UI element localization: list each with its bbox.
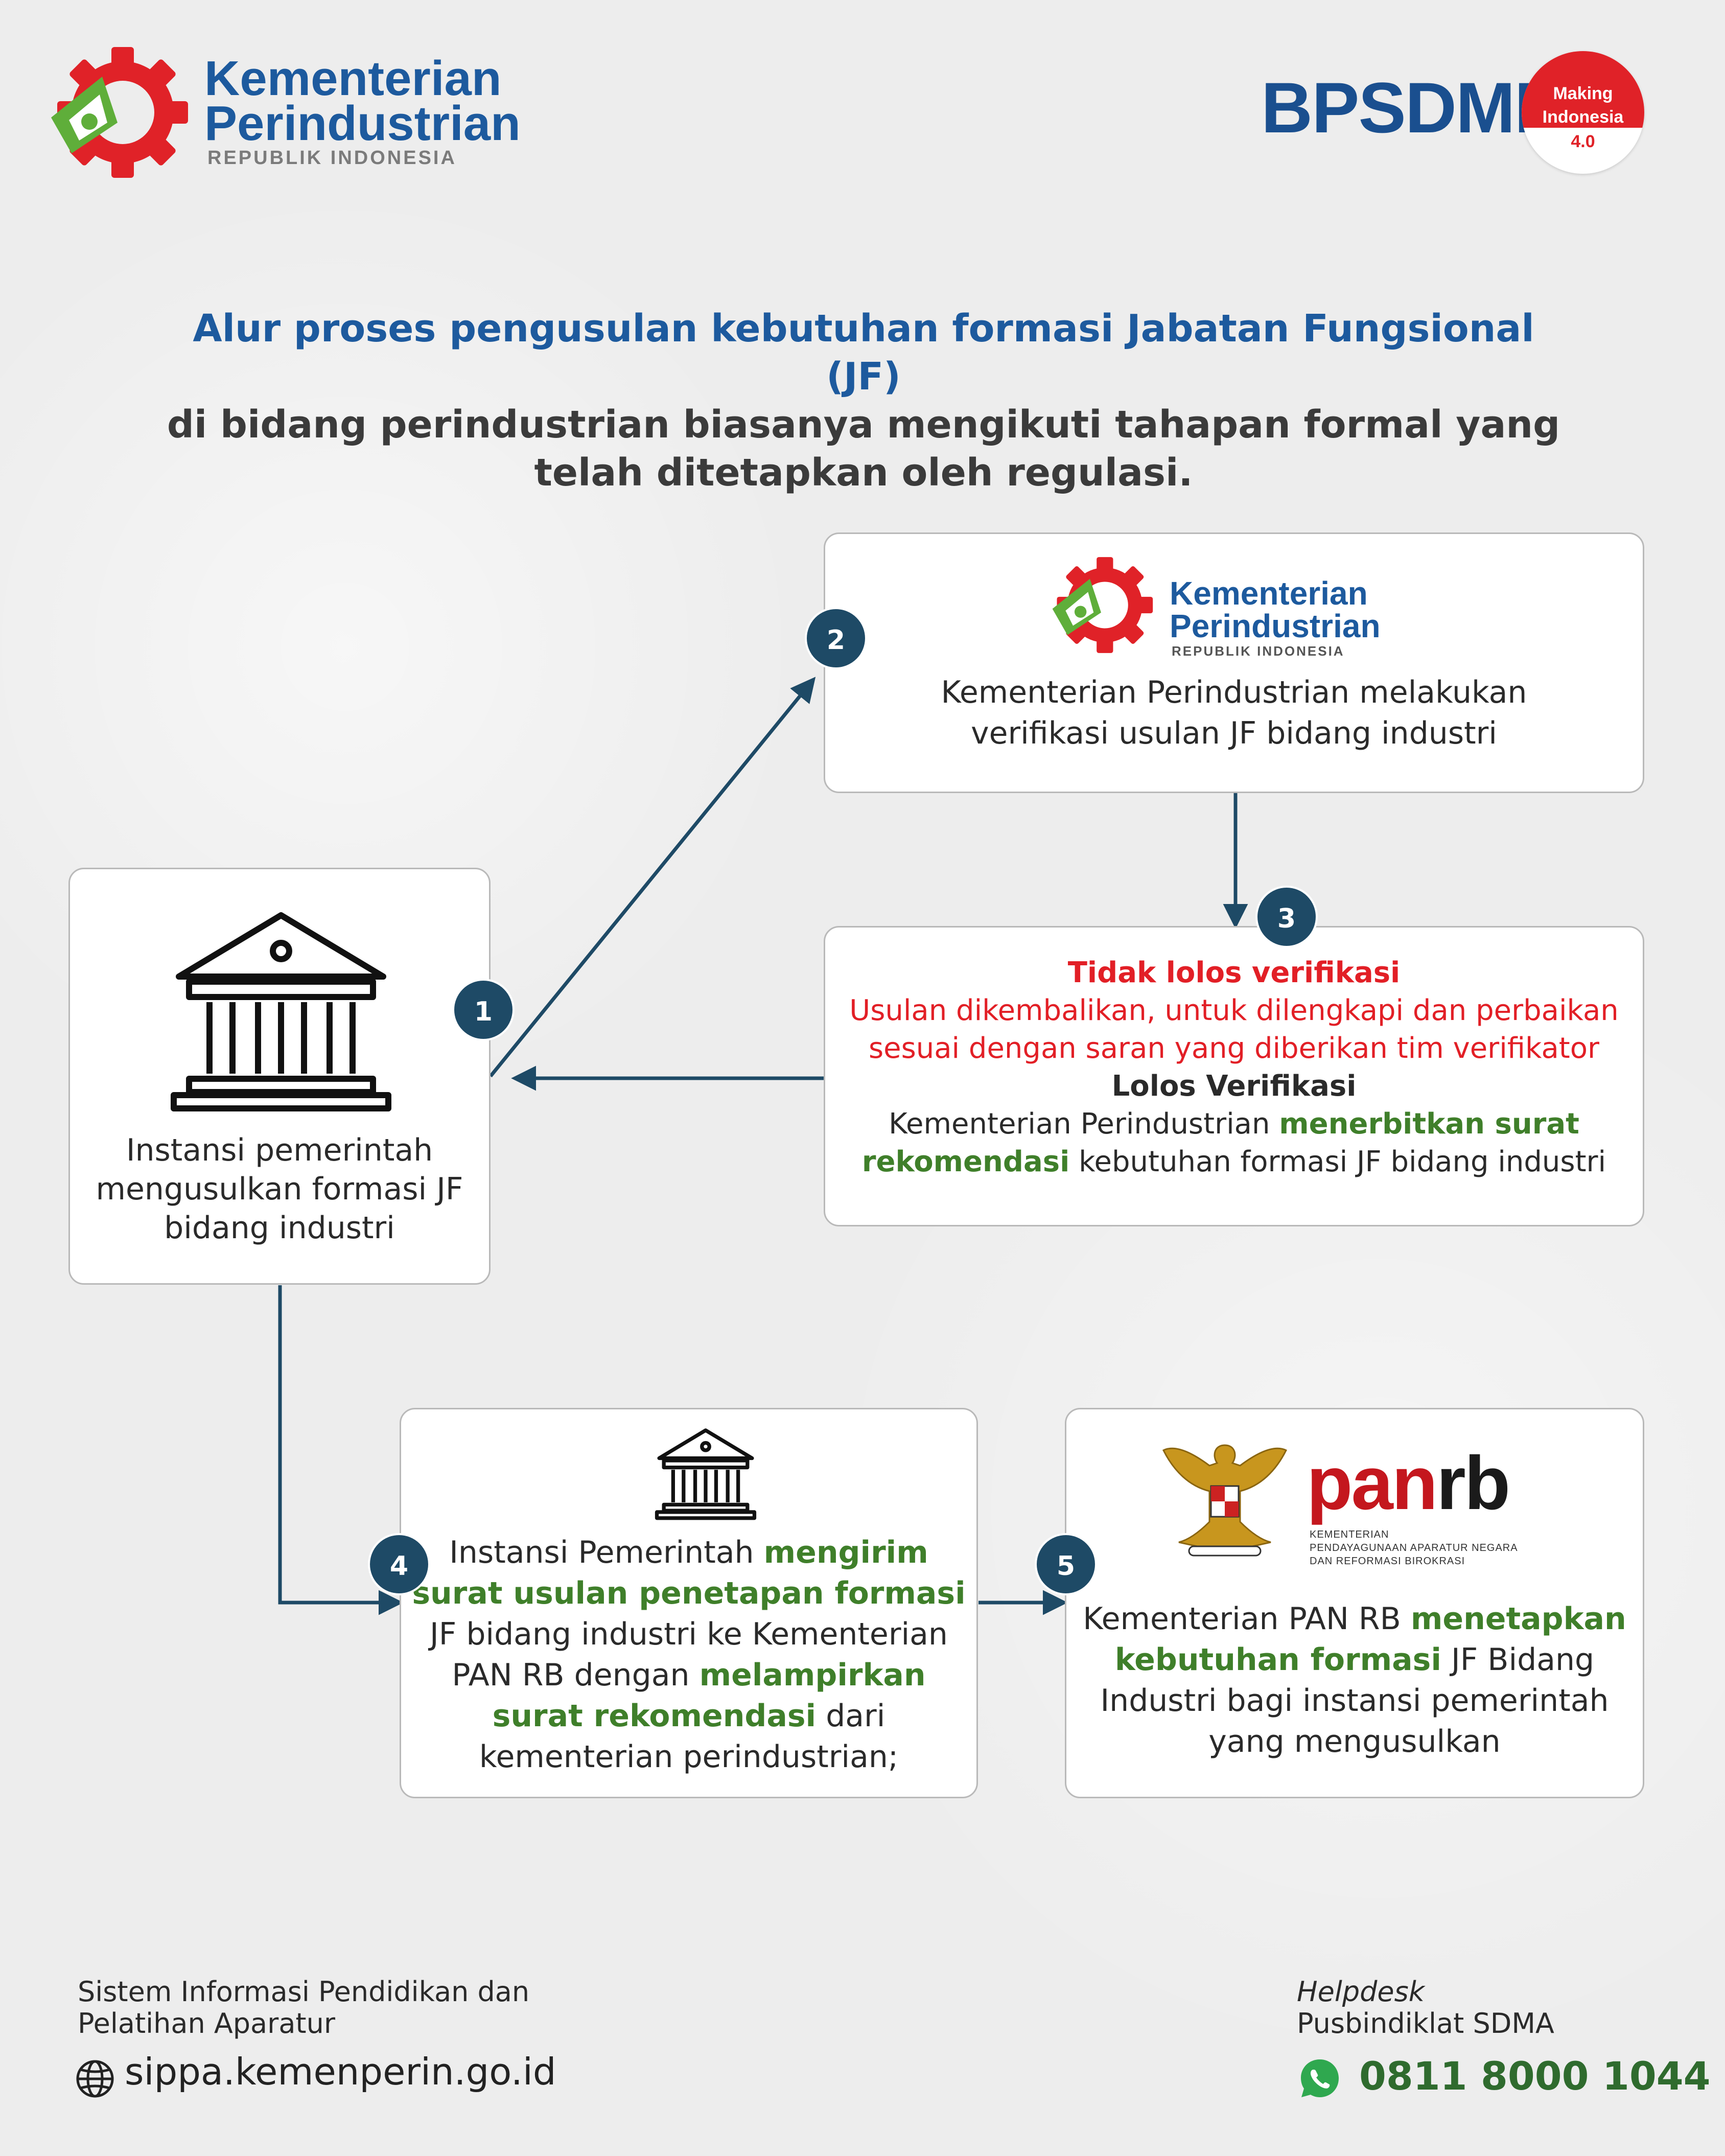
step4-line4-plain: PAN RB dengan — [452, 1657, 700, 1693]
step4-line2: surat usulan penetapan formasi — [412, 1575, 966, 1611]
step4-line5-plain: dari — [816, 1698, 885, 1734]
whatsapp-icon — [1301, 2059, 1339, 2097]
step2-logo-subtitle: REPUBLIK INDONESIA — [1172, 643, 1345, 659]
step5-box: panrb KEMENTERIAN PENDAYAGUNAAN APARATUR… — [1065, 1408, 1644, 1798]
step2-logo-title1: Kementerian — [1170, 575, 1368, 612]
step1-number-badge: 1 — [452, 979, 515, 1041]
step4-number-badge: 4 — [368, 1533, 430, 1595]
step5-line2-emph: kebutuhan formasi — [1114, 1642, 1441, 1678]
intro-line2: di bidang perindustrian biasanya mengiku… — [167, 403, 1560, 447]
step3-fail-line1: Usulan dikembalikan, untuk dilengkapi da… — [849, 994, 1619, 1027]
government-building-icon — [171, 912, 391, 1111]
step3-fail-title: Tidak lolos verifikasi — [1067, 956, 1401, 989]
kemenperin-gear-icon — [1052, 557, 1153, 653]
government-building-icon — [655, 1428, 757, 1520]
panrb-sub1: KEMENTERIAN — [1310, 1529, 1389, 1540]
step4-line1-emph: mengirim — [763, 1535, 928, 1570]
kemenperin-header-logo: Kementerian Perindustrian REPUBLIK INDON… — [41, 46, 521, 179]
footer-right-line2: Pusbindiklat SDMA — [1297, 2007, 1554, 2039]
step3-pass-line1: Kementerian Perindustrian menerbitkan su… — [825, 1105, 1643, 1143]
footer-left-line2: Pelatihan Aparatur — [78, 2007, 336, 2039]
step4-line3: JF bidang industri ke Kementerian — [430, 1616, 948, 1652]
step3-pass-title: Lolos Verifikasi — [1111, 1070, 1357, 1103]
step4-line4-emph: melampirkan — [699, 1657, 926, 1693]
arrow-1-to-2 — [489, 677, 816, 1078]
step3-pass-line1-plain: Kementerian Perindustrian — [889, 1107, 1279, 1141]
step1-line1: Instansi pemerintah — [126, 1132, 433, 1168]
step3-box: Tidak lolos verifikasi Usulan dikembalik… — [824, 926, 1644, 1226]
step2-kemenperin-logo: Kementerian Perindustrian REPUBLIK INDON… — [1045, 551, 1413, 664]
panrb-word-rb: rb — [1436, 1441, 1510, 1525]
step2-line1: Kementerian Perindustrian melakukan — [941, 675, 1527, 710]
step2-logo-title2: Perindustrian — [1170, 608, 1381, 644]
phone-number[interactable]: 0811 8000 1044 — [1359, 2053, 1711, 2099]
step2-box: Kementerian Perindustrian REPUBLIK INDON… — [824, 532, 1644, 793]
step1-line3: bidang industri — [164, 1210, 395, 1246]
step4-line1-plain: Instansi Pemerintah — [449, 1535, 764, 1570]
logo-subtitle: REPUBLIK INDONESIA — [207, 147, 457, 169]
panrb-sub2: PENDAYAGUNAAN APARATUR NEGARA — [1310, 1542, 1518, 1554]
step5-line1-emph: menetapkan — [1410, 1601, 1626, 1637]
step3-fail-line2: sesuai dengan saran yang diberikan tim v… — [868, 1032, 1600, 1065]
step5-line1: Kementerian PAN RB menetapkan — [1066, 1598, 1643, 1639]
panrb-wordmark: panrb — [1307, 1440, 1510, 1527]
badge-line3: 4.0 — [1571, 132, 1595, 151]
step5-line1-plain: Kementerian PAN RB — [1083, 1601, 1411, 1637]
step4-box: Instansi Pemerintah mengirim surat usula… — [400, 1408, 978, 1798]
badge-line1: Making — [1553, 84, 1613, 103]
step4-line1: Instansi Pemerintah mengirim — [401, 1532, 976, 1573]
step1-box: Instansi pemerintah mengusulkan formasi … — [68, 868, 491, 1285]
step2-line2: verifikasi usulan JF bidang industri — [971, 715, 1497, 751]
intro-line1: Alur proses pengusulan kebutuhan formasi… — [193, 307, 1534, 399]
website-url[interactable]: sippa.kemenperin.go.id — [125, 2050, 556, 2093]
step4-line6: kementerian perindustrian; — [479, 1739, 899, 1775]
intro-text: Alur proses pengusulan kebutuhan formasi… — [153, 305, 1574, 497]
footer-left-line1: Sistem Informasi Pendidikan dan — [78, 1976, 530, 2008]
step4-line5-emph: surat rekomendasi — [492, 1698, 817, 1734]
step3-pass-line2-emph: rekomendasi — [861, 1145, 1070, 1178]
step3-pass-line1-emph: menerbitkan surat — [1279, 1107, 1579, 1141]
panrb-logo: panrb KEMENTERIAN PENDAYAGUNAAN APARATUR… — [1158, 1430, 1567, 1573]
step4-line5: surat rekomendasi dari — [401, 1696, 976, 1736]
arrow-1-to-4 — [278, 1285, 404, 1615]
footer-right-line1: Helpdesk — [1297, 1976, 1425, 2008]
step3-pass-line2-plain: kebutuhan formasi JF bidang industri — [1069, 1145, 1606, 1178]
panrb-word-pan: pan — [1307, 1441, 1438, 1525]
step5-line2-plain: JF Bidang — [1441, 1642, 1595, 1678]
step5-line4: yang mengusulkan — [1208, 1724, 1501, 1759]
step2-number-badge: 2 — [805, 607, 867, 669]
garuda-emblem-icon — [1162, 1444, 1288, 1557]
step5-line2: kebutuhan formasi JF Bidang — [1066, 1639, 1643, 1680]
bpsdmi-brand: BPSDMI — [1261, 67, 1534, 148]
step3-pass-line2: rekomendasi kebutuhan formasi JF bidang … — [825, 1143, 1643, 1181]
logo-title-line2: Perindustrian — [204, 96, 521, 151]
making-indonesia-badge: Making Indonesia 4.0 — [1522, 51, 1644, 174]
kemenperin-gear-icon — [51, 47, 188, 178]
intro-line3: telah ditetapkan oleh regulasi. — [534, 451, 1193, 495]
panrb-sub3: DAN REFORMASI BIROKRASI — [1310, 1556, 1465, 1567]
step3-number-badge: 3 — [1255, 886, 1318, 948]
step5-number-badge: 5 — [1035, 1533, 1097, 1595]
step5-line3: Industri bagi instansi pemerintah — [1100, 1683, 1609, 1719]
globe-icon — [76, 2060, 114, 2098]
logo-title-line1: Kementerian — [204, 51, 502, 106]
step4-line4: PAN RB dengan melampirkan — [401, 1655, 976, 1696]
badge-line2: Indonesia — [1542, 107, 1624, 127]
step1-line2: mengusulkan formasi JF — [96, 1171, 463, 1207]
